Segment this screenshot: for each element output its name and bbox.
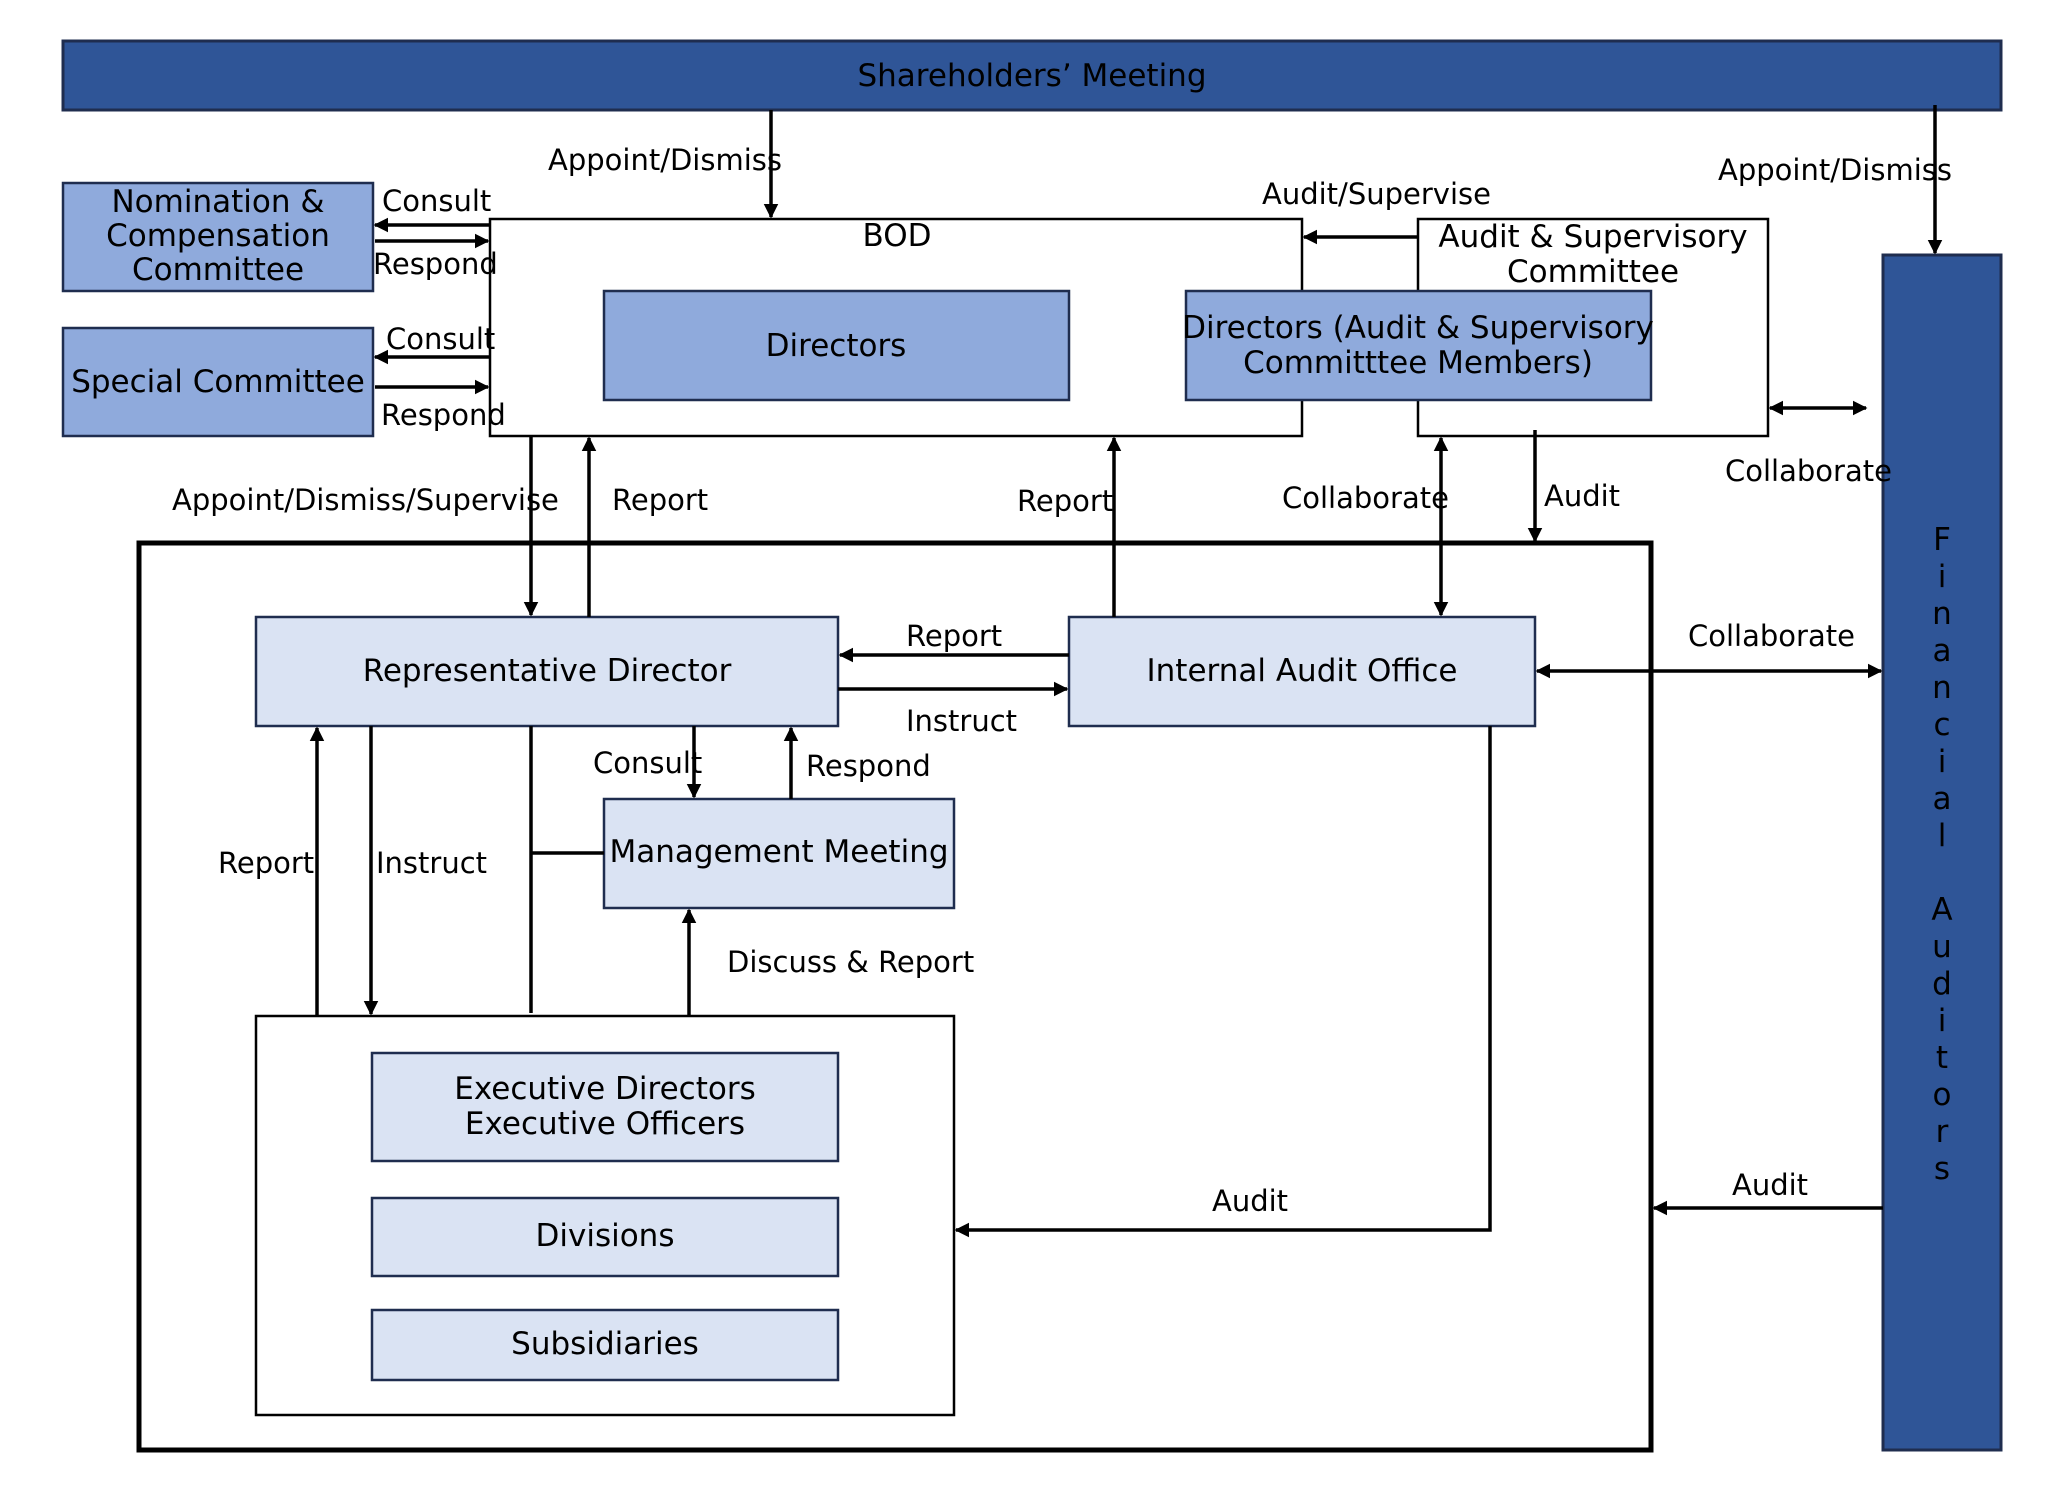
management-meeting-box: Management Meeting bbox=[602, 797, 956, 910]
label-consult-special: Consult bbox=[386, 322, 495, 356]
audit-members-label-line1: Directors (Audit & Supervisory bbox=[1182, 310, 1654, 346]
executive-directors-label: Executive Directors bbox=[454, 1071, 755, 1107]
executive-officers-label: Executive Officers bbox=[465, 1106, 745, 1142]
label-collaborate-iao-fa: Collaborate bbox=[1688, 619, 1855, 653]
label-respond-nomination: Respond bbox=[373, 247, 498, 281]
label-collaborate-ac-fa: Collaborate bbox=[1725, 454, 1892, 488]
label-appoint-dismiss-fa: Appoint/Dismiss bbox=[1718, 153, 1952, 187]
management-meeting-label: Management Meeting bbox=[609, 834, 948, 870]
nomination-label-line2: Compensation bbox=[106, 218, 330, 254]
nomination-label-line3: Committee bbox=[132, 252, 304, 288]
label-report-iao-rep: Report bbox=[906, 619, 1002, 653]
nomination-committee-box: Nomination & Compensation Committee bbox=[61, 181, 375, 293]
label-instruct-rep-iao: Instruct bbox=[906, 704, 1017, 738]
directors-label: Directors bbox=[766, 328, 907, 364]
arrow-internal-audit-to-exec bbox=[954, 726, 1492, 1238]
operations-container bbox=[136, 540, 1654, 1453]
label-consult-mgmt: Consult bbox=[593, 746, 702, 780]
audit-committee-label-line2: Committee bbox=[1507, 254, 1679, 290]
directors-box: Directors bbox=[602, 289, 1071, 402]
subsidiaries-label: Subsidiaries bbox=[511, 1326, 699, 1362]
label-instruct-rep-exec: Instruct bbox=[376, 846, 487, 880]
nomination-label-line1: Nomination & bbox=[111, 184, 324, 220]
label-discuss-report: Discuss & Report bbox=[727, 945, 974, 979]
audit-members-label-line2: Committtee Members) bbox=[1243, 345, 1593, 381]
special-committee-label: Special Committee bbox=[71, 364, 365, 400]
divisions-label: Divisions bbox=[536, 1218, 675, 1254]
label-audit-fa-org: Audit bbox=[1732, 1168, 1808, 1202]
bod-label: BOD bbox=[863, 218, 932, 254]
audit-committee-members-box: Directors (Audit & Supervisory Committte… bbox=[1182, 289, 1654, 402]
label-respond-special: Respond bbox=[381, 398, 506, 432]
internal-audit-office-label: Internal Audit Office bbox=[1147, 653, 1458, 689]
subsidiaries-box: Subsidiaries bbox=[370, 1308, 840, 1382]
label-audit-iao-exec: Audit bbox=[1212, 1184, 1288, 1218]
label-consult-nomination: Consult bbox=[382, 184, 491, 218]
label-audit-supervise: Audit/Supervise bbox=[1262, 177, 1491, 211]
label-report-rep-bod: Report bbox=[612, 483, 708, 517]
label-respond-mgmt: Respond bbox=[806, 749, 931, 783]
internal-audit-office-box: Internal Audit Office bbox=[1067, 615, 1537, 728]
label-audit-ac-org: Audit bbox=[1544, 479, 1620, 513]
label-report-iao-bod: Report bbox=[1017, 484, 1113, 518]
representative-director-box: Representative Director bbox=[254, 615, 840, 728]
divisions-box: Divisions bbox=[370, 1196, 840, 1278]
executive-directors-box: Executive Directors Executive Officers bbox=[370, 1051, 840, 1163]
label-appoint-dismiss-bod: Appoint/Dismiss bbox=[548, 143, 782, 177]
representative-director-label: Representative Director bbox=[363, 653, 732, 689]
shareholders-meeting-label: Shareholders’ Meeting bbox=[857, 58, 1206, 94]
label-appoint-dismiss-supervise: Appoint/Dismiss/Supervise bbox=[172, 483, 559, 517]
special-committee-box: Special Committee bbox=[61, 326, 375, 438]
label-report-exec-rep: Report bbox=[218, 846, 314, 880]
label-collaborate-ac-iao: Collaborate bbox=[1282, 481, 1449, 515]
shareholders-meeting-box: Shareholders’ Meeting bbox=[61, 39, 2003, 112]
audit-committee-label-line1: Audit & Supervisory bbox=[1438, 219, 1747, 255]
